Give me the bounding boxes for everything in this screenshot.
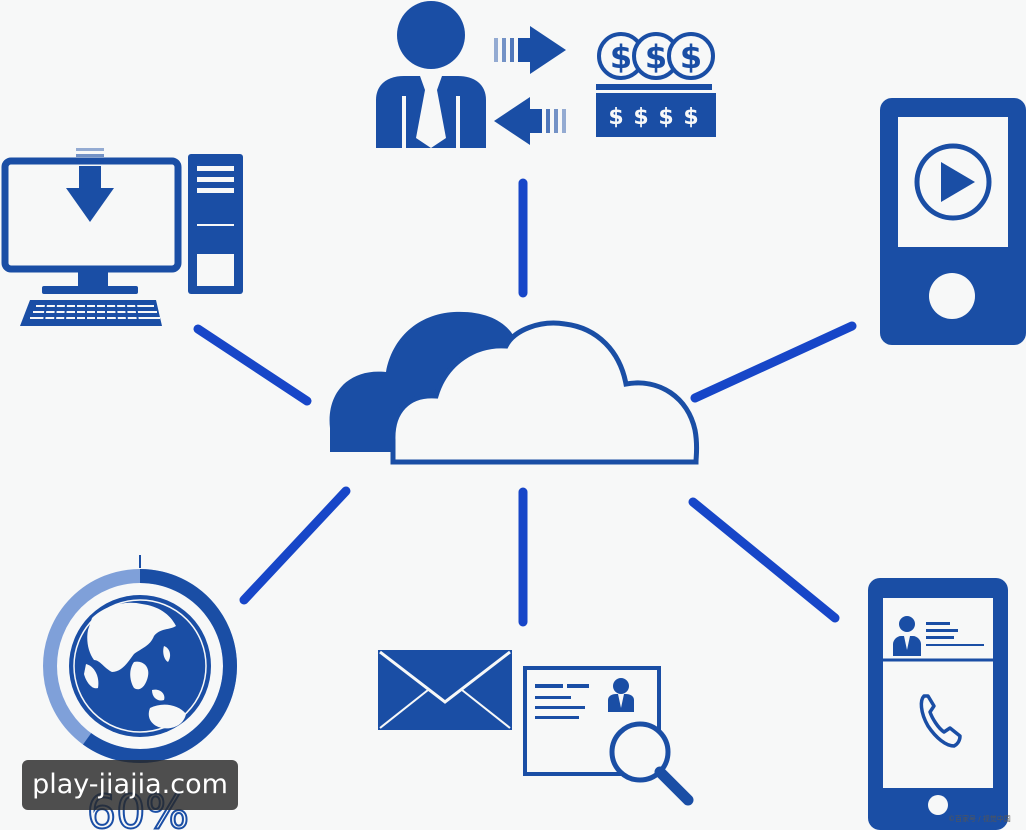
cloud-icon (329, 311, 700, 465)
magnifier-icon (609, 721, 694, 806)
user-money-exchange-icon: $ $ $ $ $ $ $ (376, 1, 716, 148)
monitor-neck (78, 272, 108, 286)
keyboard-icon (20, 300, 162, 326)
download-arrow-icon (66, 148, 114, 222)
mobile-home-button (928, 795, 948, 815)
phone-handset-icon (919, 694, 962, 748)
mail-and-id-card-icon (378, 650, 694, 806)
globe-outline (73, 599, 207, 733)
computer-tower-icon (188, 154, 243, 294)
svg-text:$: $ (658, 105, 673, 130)
arrow-left-icon (494, 97, 566, 145)
play-button-icon (914, 143, 992, 221)
user-lapel-gap-right (456, 96, 460, 148)
monitor-stand (42, 286, 138, 294)
mobile-contact-call-icon (868, 578, 1008, 830)
connectors (193, 178, 857, 627)
svg-text:$: $ (633, 105, 648, 130)
progress-ring-fill (82, 569, 237, 763)
banknotes-icon: $ $ $ $ (596, 84, 716, 137)
photo-credit: ©百家号 / 视觉中国 (948, 815, 1011, 823)
connector-right (690, 321, 857, 403)
user-lapel-gap-left (402, 96, 406, 148)
desktop-computer-download-icon (1, 148, 243, 326)
svg-text:$: $ (680, 38, 702, 76)
connector-bottom-right (688, 497, 840, 623)
user-tie (416, 76, 446, 148)
svg-text:$: $ (683, 105, 698, 130)
globe-continents (84, 602, 186, 729)
home-button (929, 273, 975, 319)
svg-text:$: $ (610, 38, 632, 76)
cloud-front-mask (420, 361, 526, 458)
connector-top-left (193, 324, 312, 406)
contact-text-lines (926, 622, 984, 646)
envelope-icon (378, 650, 512, 730)
svg-text:$: $ (608, 105, 623, 130)
globe-progress-icon (43, 555, 237, 763)
coins-icon: $ $ $ (597, 32, 715, 80)
watermark-label: play-jiajia.com (22, 760, 238, 810)
connector-bottom-left (239, 486, 351, 605)
video-player-phone-icon (880, 98, 1026, 345)
arrow-right-icon (494, 26, 566, 74)
user-head (397, 1, 465, 69)
svg-text:$: $ (645, 38, 667, 76)
